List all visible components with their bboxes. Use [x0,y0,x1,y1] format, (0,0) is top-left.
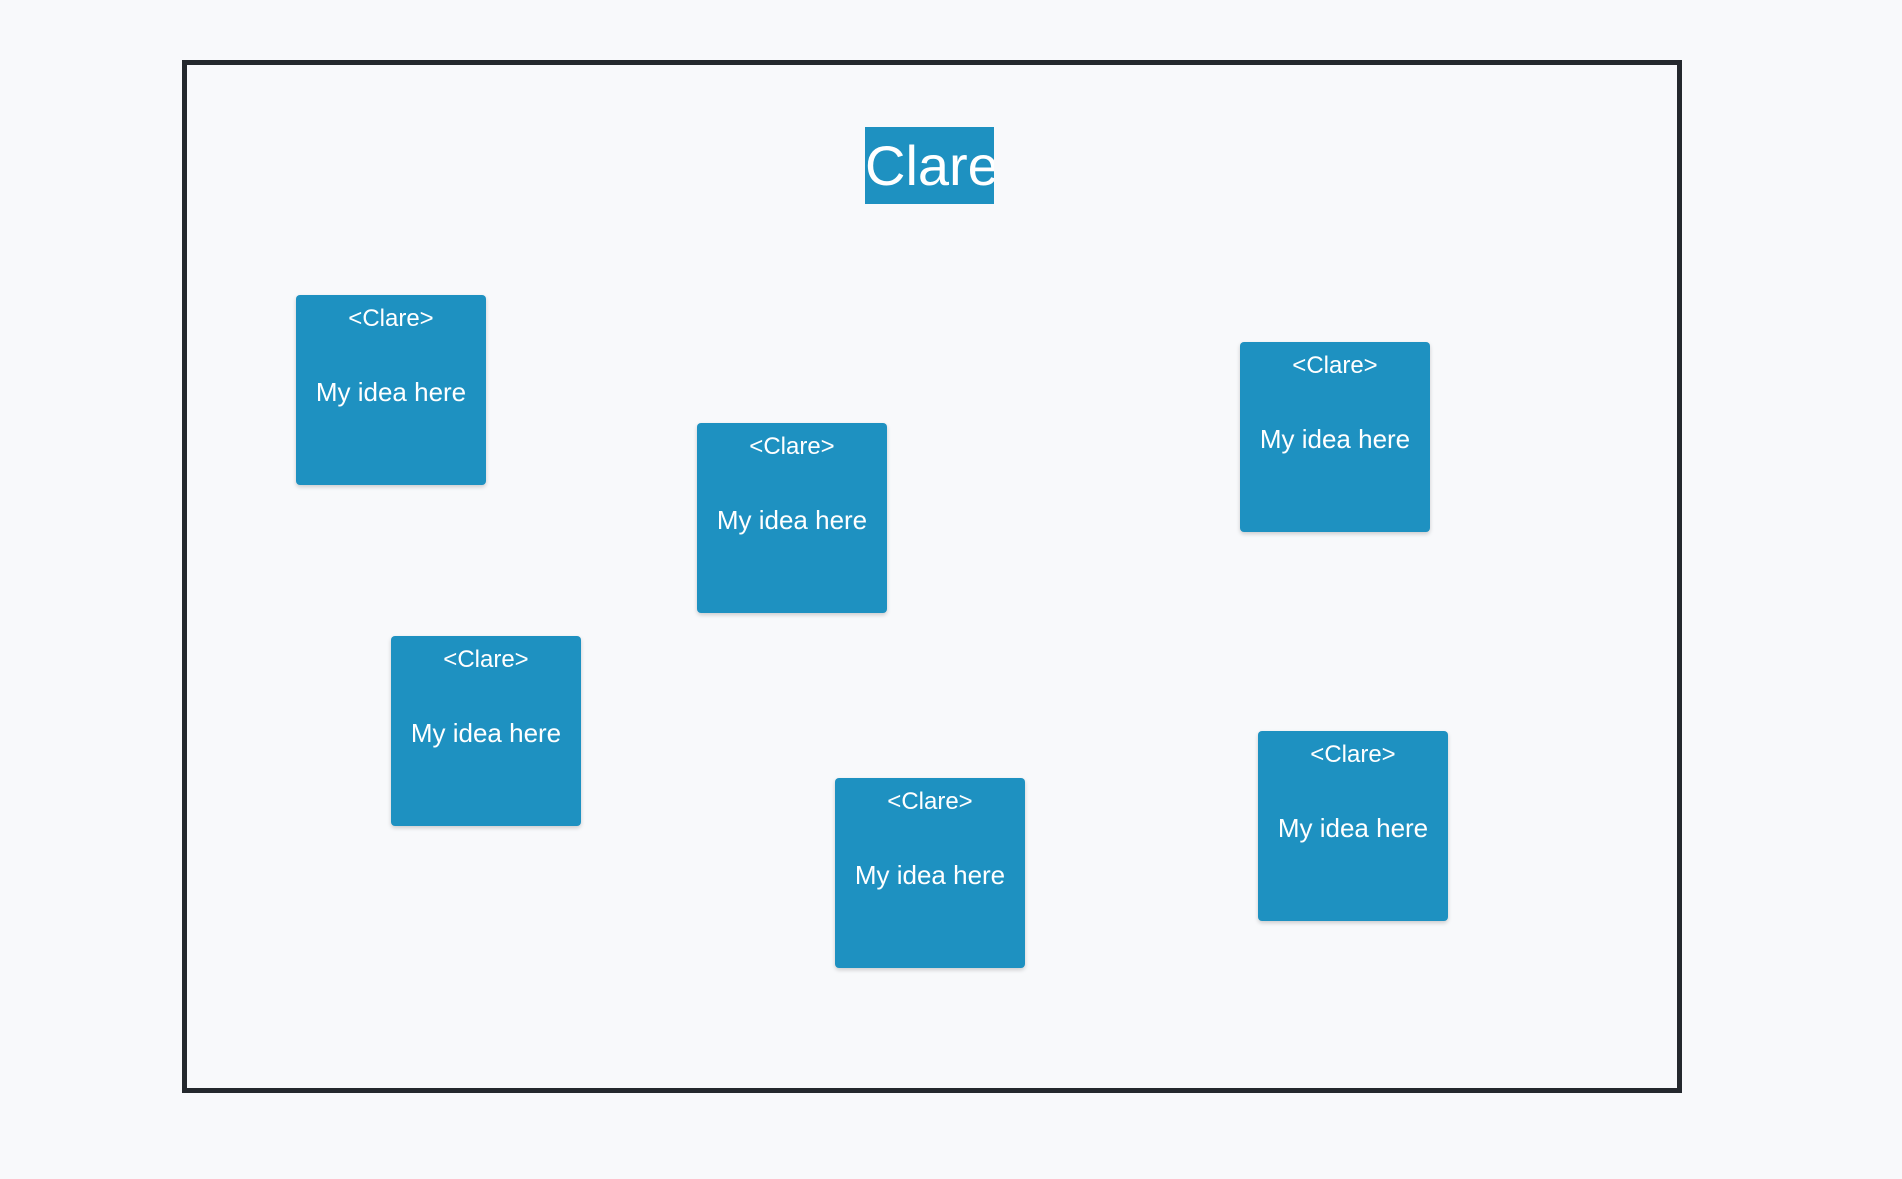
sticky-note-text[interactable]: My idea here [410,718,562,748]
sticky-note-author: <Clare> [443,646,529,673]
sticky-note[interactable]: <Clare> My idea here [835,778,1025,968]
frame-title[interactable]: Clare [865,127,994,204]
sticky-note-author: <Clare> [1292,352,1378,379]
sticky-note-author: <Clare> [348,305,434,332]
sticky-note[interactable]: <Clare> My idea here [1240,342,1430,532]
sticky-note-author: <Clare> [749,433,835,460]
sticky-note[interactable]: <Clare> My idea here [697,423,887,613]
sticky-note[interactable]: <Clare> My idea here [1258,731,1448,921]
sticky-note-text[interactable]: My idea here [315,377,467,407]
sticky-note-text[interactable]: My idea here [716,505,868,535]
sticky-note-text[interactable]: My idea here [1259,424,1411,454]
sticky-note[interactable]: <Clare> My idea here [391,636,581,826]
sticky-note-author: <Clare> [887,788,973,815]
sticky-note-author: <Clare> [1310,741,1396,768]
sticky-note-text[interactable]: My idea here [854,860,1006,890]
sticky-note[interactable]: <Clare> My idea here [296,295,486,485]
sticky-note-text[interactable]: My idea here [1277,813,1429,843]
